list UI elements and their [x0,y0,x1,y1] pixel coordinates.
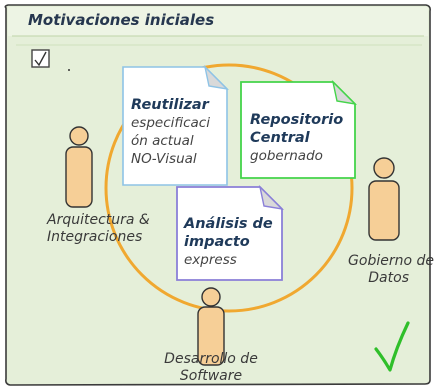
note-reutilizar-text: Reutilizar especificaci ón actual NO-Vis… [131,96,227,168]
note-analisis-text: Análisis de impacto express [184,215,280,269]
actor-desarrollo-label: Desarrollo de Software [150,351,272,385]
label-line: Desarrollo de [164,351,258,367]
note-body-line: especificaci [131,115,210,131]
checkbox-icon [31,49,50,68]
actor-arquitectura-icon [65,126,93,208]
note-body-line: gobernado [250,148,323,164]
label-line: Arquitectura & [47,212,150,228]
note-title-line: Central [250,130,310,146]
label-line: Software [179,368,243,384]
actor-arquitectura-label: Arquitectura & Integraciones [47,212,177,246]
actor-gobierno-label: Gobierno de Datos [334,253,434,287]
note-analisis [176,184,285,281]
actor-desarrollo-icon [197,287,225,366]
note-title-line: impacto [184,234,250,250]
note-body-line: express [184,252,237,268]
central-circle [104,63,354,313]
note-reutilizar [122,64,230,186]
panel-header [8,7,428,36]
label-line: Datos [368,270,409,286]
label-line: Integraciones [47,229,143,245]
note-repositorio [240,79,358,179]
label-line: Gobierno de [348,253,434,269]
note-body-line: ón actual [131,133,194,149]
note-title-line: Repositorio [250,112,344,128]
panel-title: Motivaciones iniciales [28,11,215,29]
dot [68,69,70,71]
note-title-line: Análisis de [184,216,273,232]
note-repositorio-text: Repositorio Central gobernado [250,111,354,165]
checkmark-icon [374,321,410,372]
note-title-line: Reutilizar [131,97,209,113]
actor-gobierno-icon [368,157,400,241]
note-body-line: NO-Visual [131,151,197,167]
